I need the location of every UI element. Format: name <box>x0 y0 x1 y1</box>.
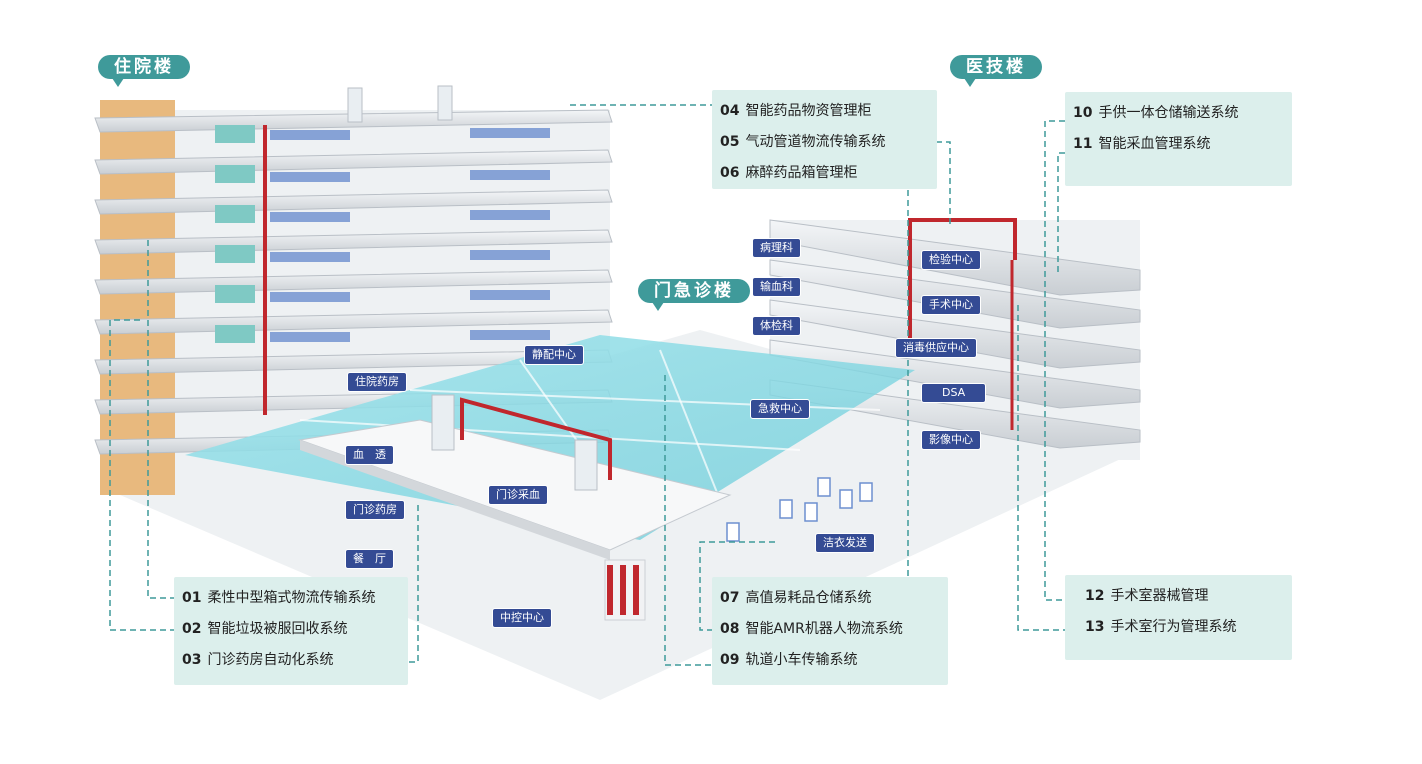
dept-outpatient-blood: 门诊采血 <box>488 485 548 505</box>
dept-physical-exam: 体检科 <box>752 316 801 336</box>
dept-surgery-center: 手术中心 <box>921 295 981 315</box>
dept-canteen: 餐 厅 <box>345 549 394 569</box>
amr-robots <box>726 477 873 542</box>
dept-pathology: 病理科 <box>752 238 801 258</box>
inpatient-beds <box>270 128 550 342</box>
inpatient-cabinets <box>215 125 255 343</box>
outpatient-red-pipe <box>460 397 612 480</box>
inpatient-building <box>94 85 613 495</box>
dept-blood-transfusion: 输血科 <box>752 277 801 297</box>
dept-control-center: 中控中心 <box>492 608 552 628</box>
dept-inpatient-pharmacy: 住院药房 <box>347 372 407 392</box>
dept-sterile-supply: 消毒供应中心 <box>895 338 977 358</box>
outpatient-lab-tower-2 <box>574 439 598 491</box>
outpatient-lab-tower <box>431 394 455 451</box>
basement-red-pipes <box>607 565 639 615</box>
dept-lab-center: 检验中心 <box>921 250 981 270</box>
outpatient-slab-edge <box>300 440 610 560</box>
medtech-building-label: 医技楼 <box>950 55 1042 87</box>
dept-pivas: 静配中心 <box>524 345 584 365</box>
dept-dsa: DSA <box>921 383 987 403</box>
outpatient-building-label: 门急诊楼 <box>638 279 750 311</box>
dept-dialysis: 血 透 <box>345 445 394 465</box>
medtech-red-pipe-loop <box>908 218 1017 350</box>
dept-imaging: 影像中心 <box>921 430 981 450</box>
inpatient-rooftop-unit-2 <box>347 87 363 123</box>
leader-lines <box>109 104 1065 666</box>
dept-emergency: 急救中心 <box>750 399 810 419</box>
inpatient-rooftop-unit <box>437 85 453 121</box>
inpatient-building-label: 住院楼 <box>98 55 190 87</box>
dept-laundry: 洁衣发送 <box>815 533 875 553</box>
dept-outpatient-pharmacy: 门诊药房 <box>345 500 405 520</box>
outpatient-glow-floor <box>185 335 915 540</box>
